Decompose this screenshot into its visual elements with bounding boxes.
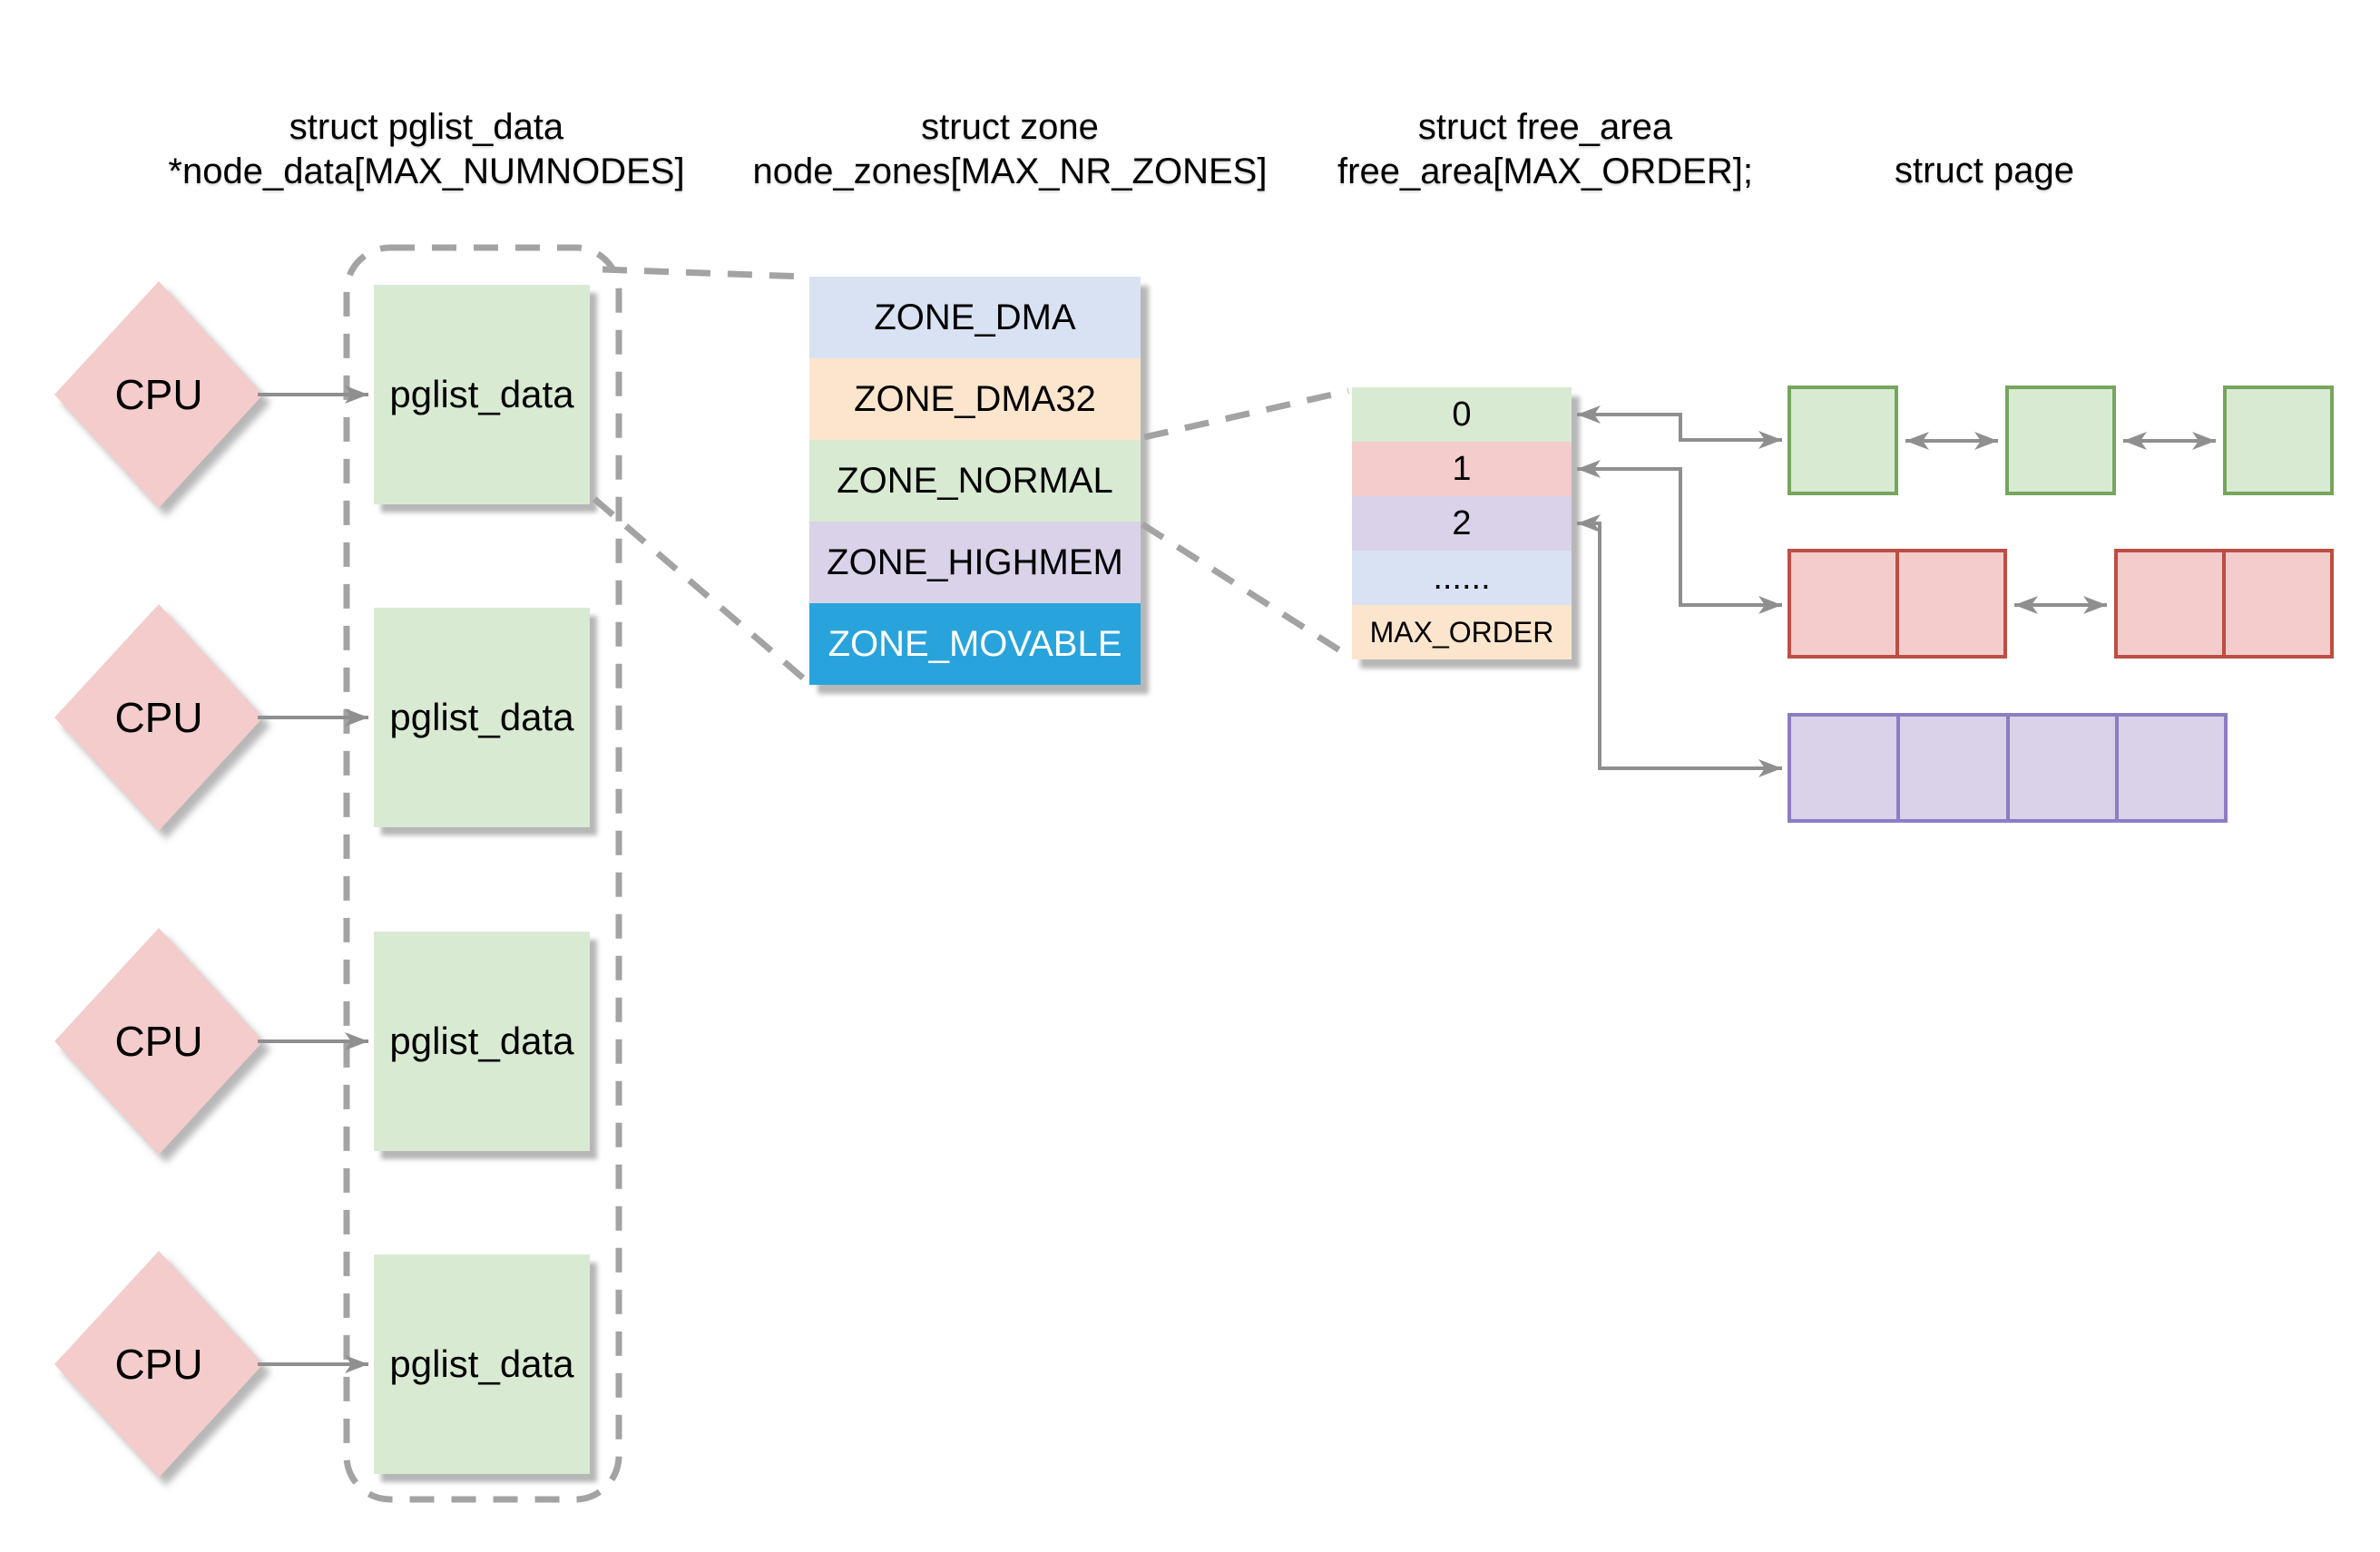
cpu-label: CPU [114,1018,203,1065]
zone-row-label: ZONE_NORMAL [837,460,1113,501]
free-area-row-2: 2 [1352,496,1572,551]
cpu-diamond-2: CPU [54,604,263,831]
page-cell [2009,389,2112,492]
pglist-data-box-2: pglist_data [374,608,590,827]
page-block-order0-2 [2005,386,2116,495]
header-free-area-line1: struct free_area [1417,107,1673,147]
page-cell [1791,717,1896,819]
zone-row-label: ZONE_DMA [874,297,1076,337]
pglist-to-zone-dashed-bottom [592,496,808,683]
cpu-diamond-shape: CPU [54,928,263,1155]
cpu-diamond-shape: CPU [54,604,263,831]
cpu-diamond-3: CPU [54,928,263,1155]
page-block-order1-2 [2114,549,2334,659]
pglist-to-zone-dashed-top [602,266,807,280]
header-zone-line1: struct zone [921,107,1099,147]
header-free-area: struct free_area free_area[MAX_ORDER]; [1309,105,1781,194]
cpu-label: CPU [114,1341,203,1388]
free-area-row-label: 1 [1452,449,1472,488]
header-pglist-line1: struct pglist_data [289,107,564,147]
page-cell [1791,552,1895,655]
header-free-area-line2: free_area[MAX_ORDER]; [1337,151,1753,191]
page-block-order1-1 [1787,549,2007,659]
page-cell [2118,552,2222,655]
free-area-row-label: 2 [1452,503,1472,542]
free-area-row-ellipsis: ...... [1352,551,1572,605]
free-area-row-label: MAX_ORDER [1369,615,1554,649]
cpu-diamond-1: CPU [54,281,263,508]
cpu-diamond-shape: CPU [54,1251,263,1478]
cpu-diamond-4: CPU [54,1251,263,1478]
free-area-row-label: 0 [1452,395,1472,434]
zone-row-label: ZONE_DMA32 [854,378,1096,419]
header-pglist-line2: *node_data[MAX_NUMNODES] [168,151,685,191]
header-pglist-data: struct pglist_data *node_data[MAX_NUMNOD… [127,105,726,194]
zone-row-dma32: ZONE_DMA32 [809,358,1141,440]
freearea1-to-order1-connector [1577,460,1782,614]
pglist-data-label: pglist_data [389,696,574,738]
header-struct-page: struct page [1776,149,2193,193]
free-area-table: 0 1 2 ...... MAX_ORDER [1352,387,1572,659]
free-area-row-1: 1 [1352,442,1572,496]
header-zone: struct zone node_zones[MAX_NR_ZONES] [720,105,1300,194]
zone-to-freearea-dashed-bottom [1141,522,1350,659]
page-cell [1896,717,2005,819]
zone-row-movable: ZONE_MOVABLE [809,603,1141,685]
page-block-order0-1 [1787,386,1898,495]
cpu-label: CPU [114,694,203,741]
cpu-diamond-shape: CPU [54,281,263,508]
zone-row-dma: ZONE_DMA [809,277,1141,358]
page-cell [2005,717,2115,819]
pglist-data-box-4: pglist_data [374,1254,590,1474]
zone-row-label: ZONE_MOVABLE [828,623,1122,664]
freearea0-to-order0-connector [1577,405,1782,449]
page-block-order2-1 [1787,713,2228,823]
page-cell [1791,389,1895,492]
zone-row-label: ZONE_HIGHMEM [827,542,1123,582]
page-block-order0-3 [2223,386,2334,495]
page-cell [2114,717,2224,819]
free-area-row-label: ...... [1433,558,1491,597]
zone-row-highmem: ZONE_HIGHMEM [809,522,1141,603]
zone-to-freearea-dashed-top [1143,387,1349,441]
pglist-data-box-1: pglist_data [374,285,590,504]
header-zone-line2: node_zones[MAX_NR_ZONES] [752,151,1268,191]
free-area-row-0: 0 [1352,387,1572,442]
zone-row-normal: ZONE_NORMAL [809,440,1141,522]
header-struct-page-line1: struct page [1895,151,2074,190]
cpu-label: CPU [114,371,203,418]
freearea2-to-order2-connector [1577,514,1782,777]
page-cell [2227,389,2330,492]
pglist-data-label: pglist_data [389,373,574,415]
free-area-row-max-order: MAX_ORDER [1352,605,1572,659]
page-cell [2222,552,2330,655]
zone-table: ZONE_DMA ZONE_DMA32 ZONE_NORMAL ZONE_HIG… [809,277,1141,685]
pglist-data-label: pglist_data [389,1020,574,1062]
pglist-data-label: pglist_data [389,1342,574,1385]
page-cell [1895,552,2003,655]
pglist-data-box-3: pglist_data [374,932,590,1151]
